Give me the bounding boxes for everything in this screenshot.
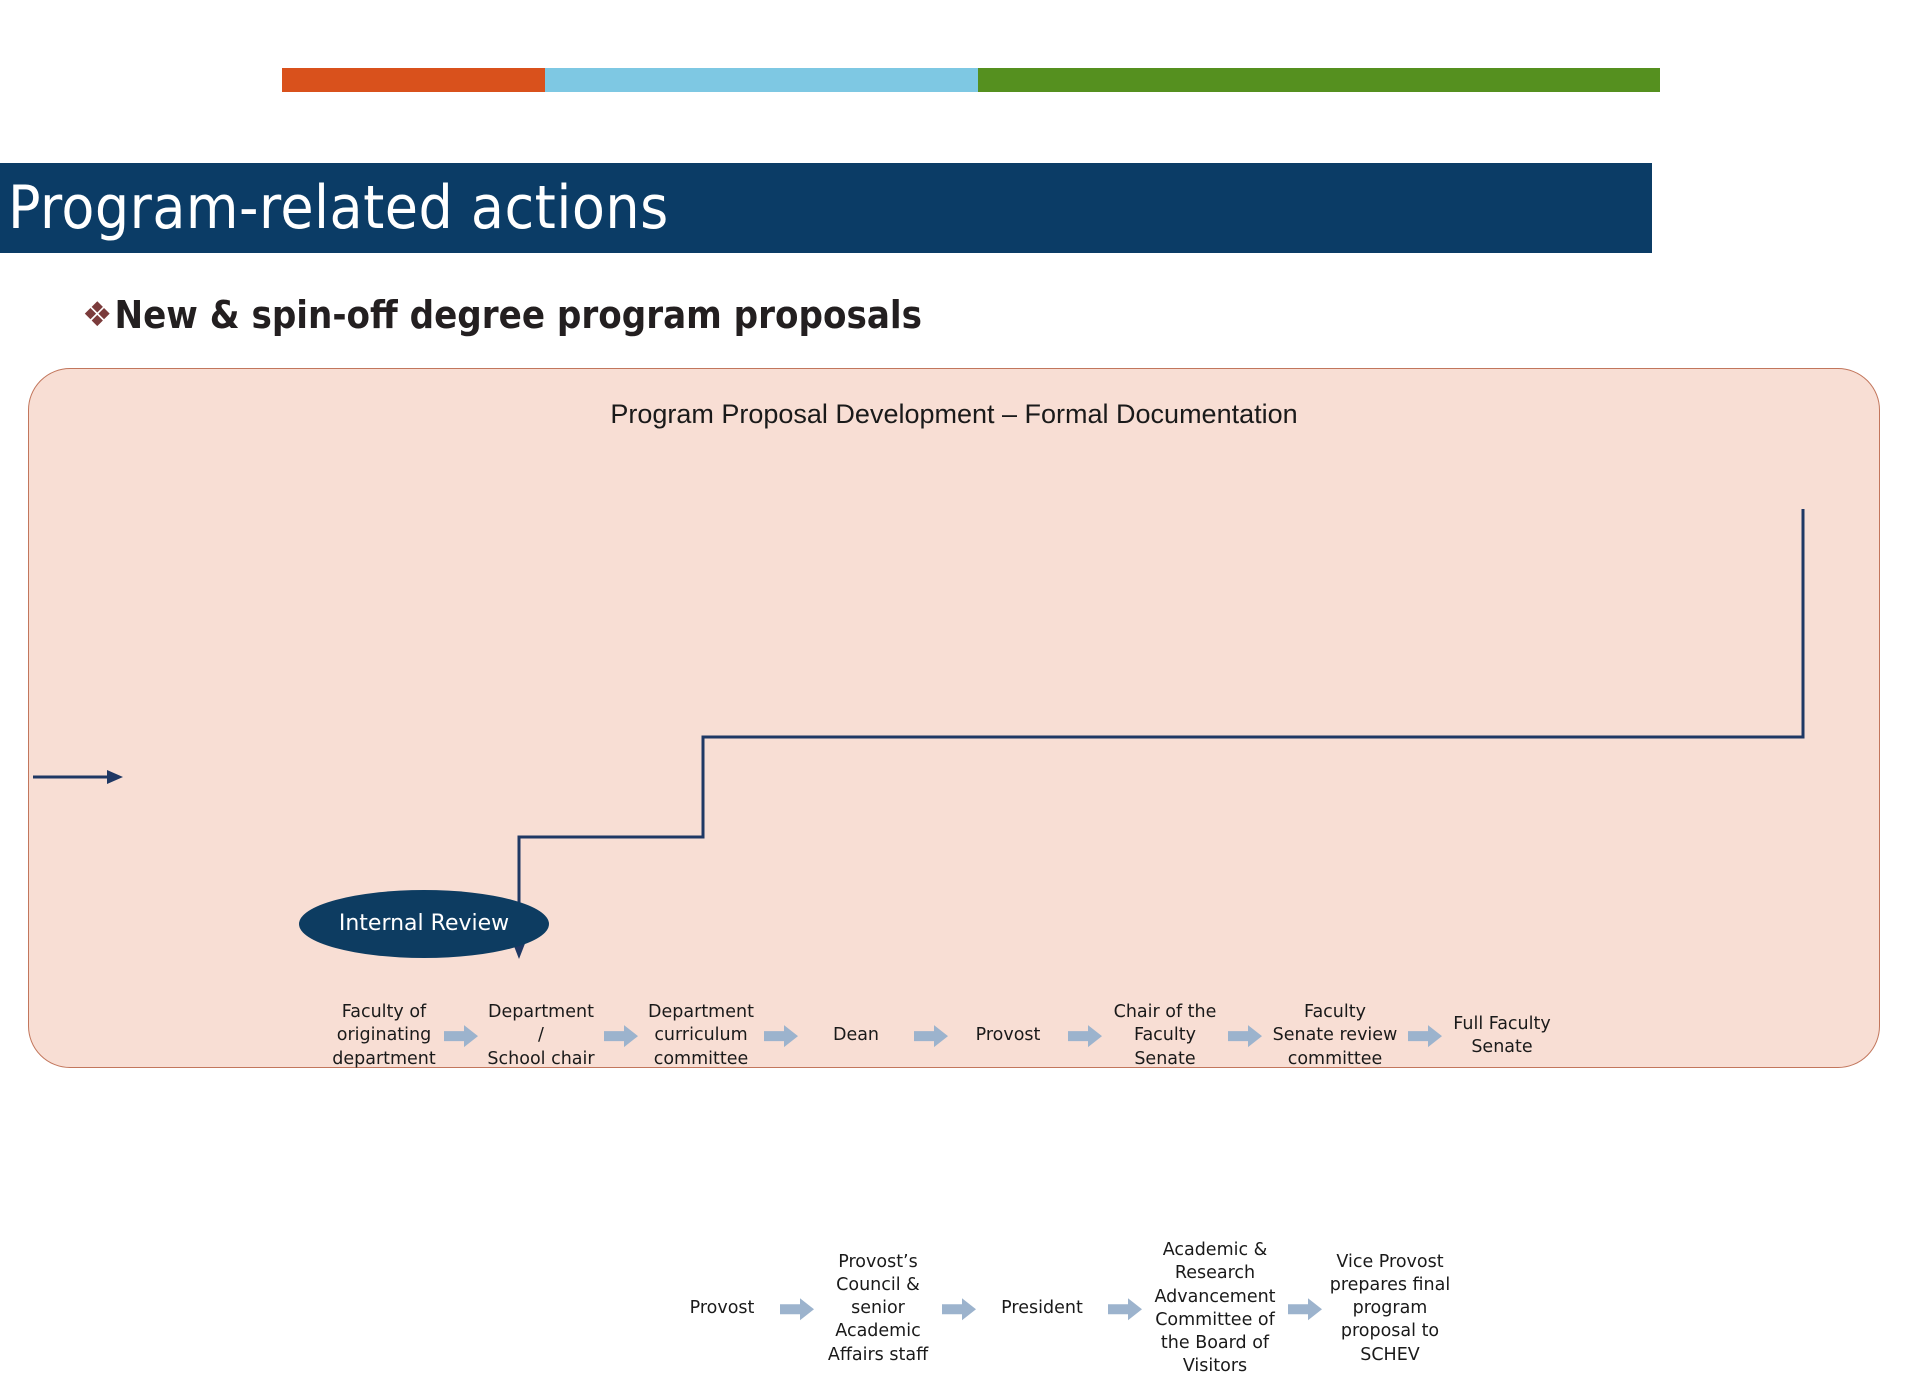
flow-arrow-right-icon [909,1021,953,1051]
flow-arrow-right-icon [775,1294,819,1324]
loopback-path-icon [512,509,1805,959]
flow-node: Vice Provost prepares final program prop… [1329,1251,1451,1365]
accent-bar-segment-orange [282,68,545,92]
flow-node: Department / School chair [487,1002,595,1069]
flow-node: President [1001,1298,1083,1319]
flow-arrow-right-icon [1283,1294,1327,1324]
flow-arrow-right-icon [439,1021,483,1051]
flow-node: Provost [689,1298,755,1319]
flow-node: Faculty Senate review committee [1272,1002,1398,1069]
flow-node: Dean [832,1025,880,1046]
flow-arrow-right-icon [1063,1021,1107,1051]
diagram-panel: Program Proposal Development – Formal Do… [28,368,1880,1377]
flow-arrow-right-icon [937,1294,981,1324]
flow-node: Full Faculty Senate [1453,1013,1551,1057]
accent-bar [282,68,1660,92]
diagram-title: Program Proposal Development – Formal Do… [610,399,1298,429]
bullet-label: New & spin-off degree program proposals [114,293,922,337]
diamond-bullet-icon: ❖ [82,295,113,335]
connector-lines [33,509,1805,959]
flow-node: Provost’s Council & senior Academic Affa… [827,1251,929,1365]
flow-row-external-review: Provost Provost’s Council & senior Acade… [669,1239,1453,1379]
flow-arrow-right-icon [759,1021,803,1051]
entry-arrow-icon [33,770,123,784]
flow-arrow-right-icon [1103,1294,1147,1324]
flow-arrow-right-icon [1403,1021,1447,1051]
flow-node: Provost [975,1025,1041,1046]
bullet-line: ❖ New & spin-off degree program proposal… [82,296,922,334]
accent-bar-segment-green [978,68,1660,92]
flow-node: Department curriculum committee [648,1002,754,1069]
flow-node: Academic & Research Advancement Committe… [1154,1240,1276,1377]
internal-review-node: Internal Review [299,890,549,958]
slide-title-band: Program-related actions [0,163,1652,253]
page-title: Program-related actions [8,173,669,243]
internal-review-label: Internal Review [338,911,510,936]
accent-bar-segment-light-blue [545,68,978,92]
flow-node: Faculty of originating department [332,1002,436,1069]
flow-row-internal-review: Faculty of originating department Depart… [329,1001,1557,1071]
flow-node: Chair of the Faculty Senate [1113,1002,1217,1069]
flow-arrow-right-icon [1223,1021,1267,1051]
flow-arrow-right-icon [599,1021,643,1051]
